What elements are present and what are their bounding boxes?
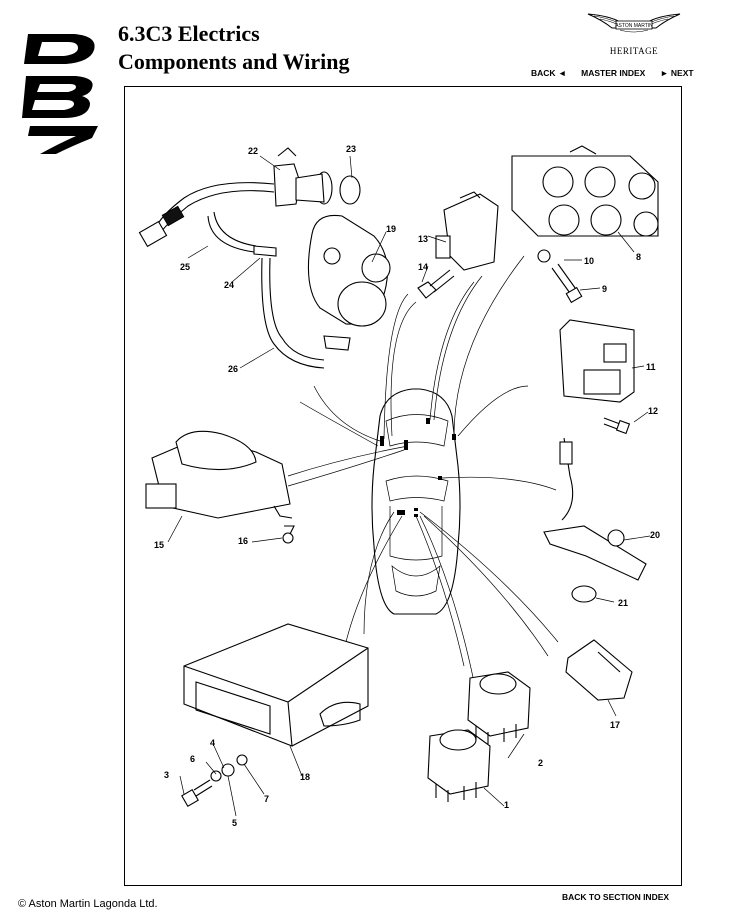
control-module-11: [559, 319, 635, 403]
wiring-leaders: [287, 255, 559, 683]
sensor-bracket-20-21: [543, 437, 647, 603]
bolt-14: [417, 269, 455, 299]
callout-19: 19: [386, 224, 396, 234]
callout-20: 20: [650, 530, 660, 540]
brand-block: ASTON MARTIN HERITAGE: [586, 10, 682, 56]
callout-26: 26: [228, 364, 238, 374]
callout-17: 17: [610, 720, 620, 730]
callout-1: 1: [504, 800, 509, 810]
page-title: 6.3C3 Electrics Components and Wiring: [118, 20, 349, 76]
screw-12: [603, 417, 631, 435]
callout-numbers: 22 23 19 13 14 10 9 8 11 12 25 24 26 15 …: [154, 144, 660, 828]
callout-leaders: [167, 155, 651, 817]
vacuum-actuator-assembly: [138, 147, 361, 369]
screw-16: [282, 525, 295, 544]
back-arrow-icon: ◄: [557, 68, 567, 78]
callout-3: 3: [164, 770, 169, 780]
callout-13: 13: [418, 234, 428, 244]
callout-6: 6: [190, 754, 195, 764]
callout-7: 7: [264, 794, 269, 804]
callout-15: 15: [154, 540, 164, 550]
callout-18: 18: [300, 772, 310, 782]
master-index-link[interactable]: MASTER INDEX: [581, 68, 646, 78]
rocker-switch-2: [467, 671, 531, 744]
copyright-text: © Aston Martin Lagonda Ltd.: [18, 898, 158, 910]
rocker-switch-1: [427, 729, 491, 802]
callout-22: 22: [248, 146, 258, 156]
ignition-coil-pack-8: [511, 145, 659, 237]
callout-21: 21: [618, 598, 628, 608]
next-arrow-icon: ►: [660, 68, 669, 78]
callout-14: 14: [418, 262, 428, 272]
relay-13: [435, 191, 499, 271]
components-wiring-diagram: 22 23 19 13 14 10 9 8 11 12 25 24 26 15 …: [138, 144, 660, 828]
db7-logo: [22, 34, 98, 154]
callout-9: 9: [602, 284, 607, 294]
title-line-2: Components and Wiring: [118, 49, 350, 74]
callout-25: 25: [180, 262, 190, 272]
next-link[interactable]: ► NEXT: [660, 68, 694, 78]
car-top-view: [371, 388, 461, 615]
vacuum-pump-motor: [307, 214, 391, 351]
callout-8: 8: [636, 252, 641, 262]
fixings-3-7: [181, 754, 248, 807]
washer-bolt-9-10: [537, 249, 583, 304]
diagram-frame: [124, 86, 682, 886]
back-link[interactable]: BACK ◄: [531, 68, 567, 78]
sensor-15: [145, 430, 293, 519]
callout-10: 10: [584, 256, 594, 266]
callout-23: 23: [346, 144, 356, 154]
switch-17: [565, 639, 633, 701]
callout-5: 5: [232, 818, 237, 828]
brand-heritage: HERITAGE: [609, 46, 659, 56]
top-nav: BACK ◄ MASTER INDEX ► NEXT: [531, 68, 694, 78]
brand-wings-text: ASTON MARTIN: [615, 23, 653, 29]
callout-24: 24: [224, 280, 234, 290]
ecu-module-18: [183, 623, 369, 747]
title-line-1: 6.3C3 Electrics: [118, 21, 260, 46]
aston-martin-wings-logo: ASTON MARTIN: [587, 13, 681, 33]
back-to-section-index-link[interactable]: BACK TO SECTION INDEX: [562, 892, 670, 902]
callout-11: 11: [646, 362, 656, 372]
callout-4: 4: [210, 738, 215, 748]
callout-2: 2: [538, 758, 543, 768]
callout-16: 16: [238, 536, 248, 546]
callout-12: 12: [648, 406, 658, 416]
